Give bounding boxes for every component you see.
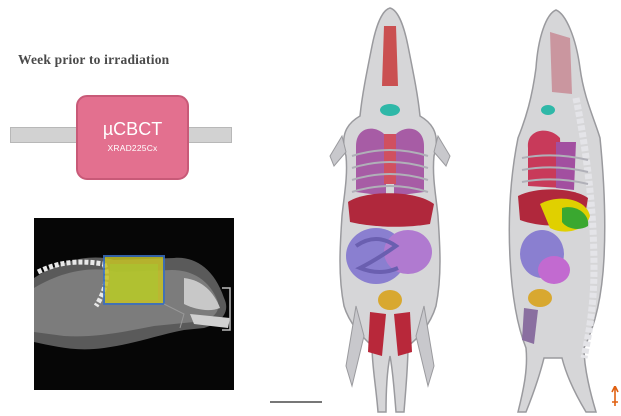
scale-bar: [270, 401, 322, 403]
section-title: Week prior to irradiation: [18, 52, 169, 68]
orientation-marker: [611, 386, 619, 410]
ucbct-label: µCBCT: [78, 119, 187, 140]
ucbct-step-box: µCBCT XRAD225Cx: [76, 95, 189, 180]
ct-scan-image: [34, 218, 234, 390]
ucbct-sublabel: XRAD225Cx: [78, 143, 187, 153]
mouse-lateral-view: [504, 8, 610, 416]
mouse-ventral-view: [326, 6, 454, 416]
